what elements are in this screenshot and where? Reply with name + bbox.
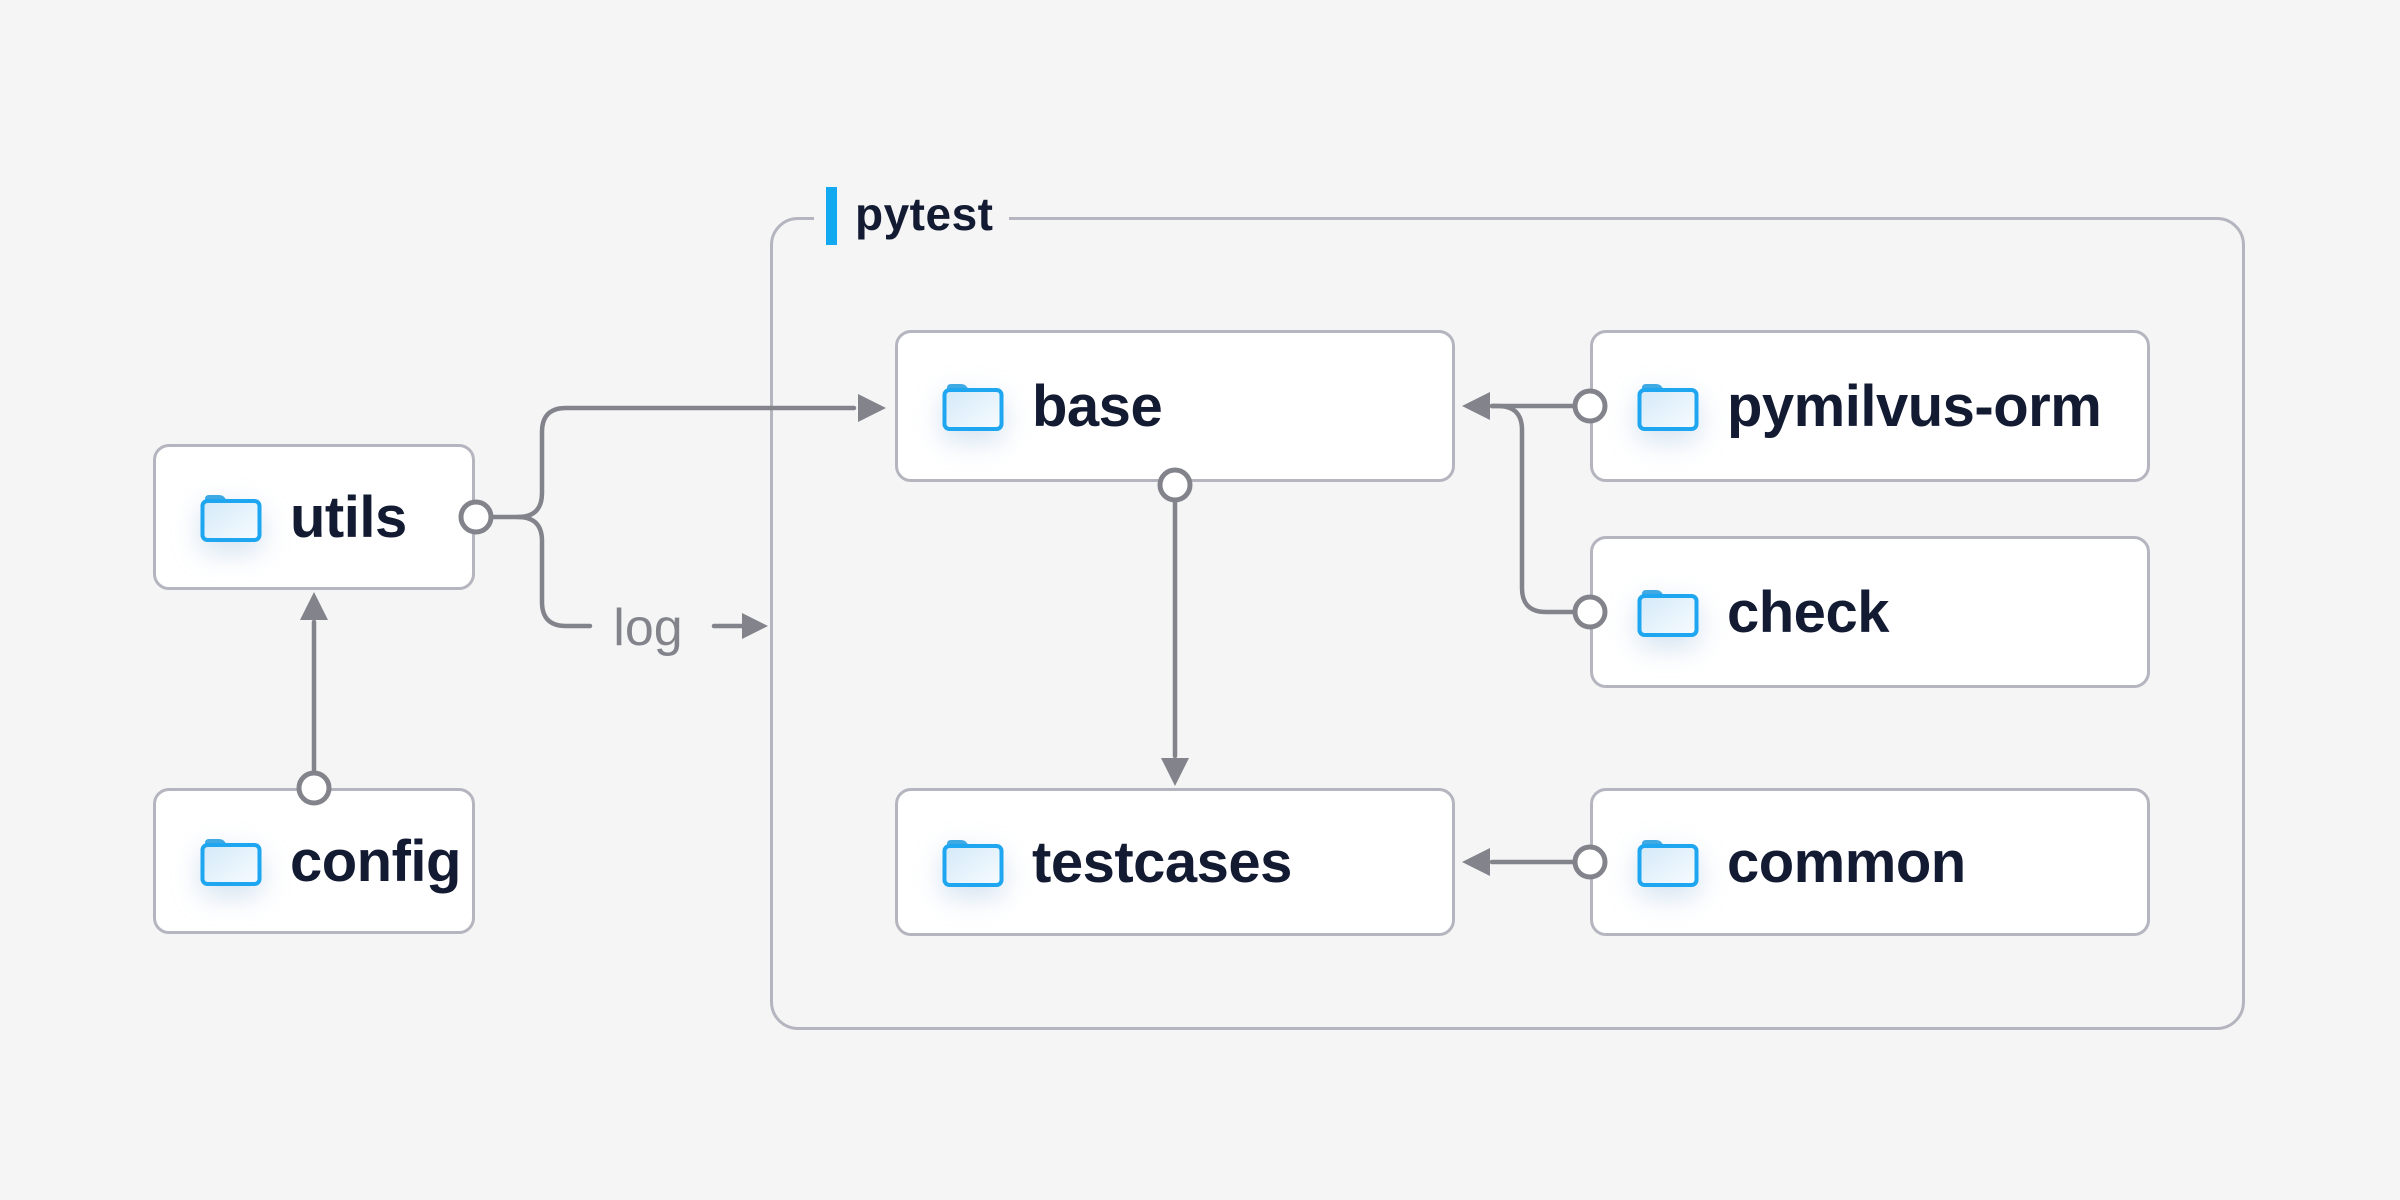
node-base: base <box>895 330 1455 482</box>
arrowhead-log-right-icon <box>742 613 768 639</box>
pytest-group-box <box>770 217 2245 1030</box>
node-label-pymilvus-orm: pymilvus-orm <box>1727 373 2102 439</box>
node-config: config <box>153 788 475 934</box>
node-utils: utils <box>153 444 475 590</box>
node-check: check <box>1590 536 2150 688</box>
node-label-testcases: testcases <box>1032 829 1292 895</box>
node-pymilvus-orm: pymilvus-orm <box>1590 330 2150 482</box>
folder-icon <box>200 495 262 542</box>
arrowhead-up-into-utils <box>300 592 328 620</box>
accent-bar <box>826 187 837 245</box>
node-label-check: check <box>1727 579 1889 645</box>
folder-icon <box>1637 384 1699 431</box>
node-label-config: config <box>290 828 461 894</box>
folder-icon <box>942 384 1004 431</box>
node-label-base: base <box>1032 373 1163 439</box>
folder-icon <box>200 839 262 886</box>
pytest-group-label: pytest <box>814 185 1010 247</box>
edge-label-log: log <box>613 599 683 657</box>
node-testcases: testcases <box>895 788 1455 936</box>
node-common: common <box>1590 788 2150 936</box>
edge-utils-log <box>515 514 593 629</box>
folder-icon <box>1637 840 1699 887</box>
node-label-common: common <box>1727 829 1966 895</box>
folder-icon <box>942 840 1004 887</box>
folder-icon <box>1637 590 1699 637</box>
pytest-group-title: pytest <box>855 188 994 240</box>
node-label-utils: utils <box>290 484 407 550</box>
